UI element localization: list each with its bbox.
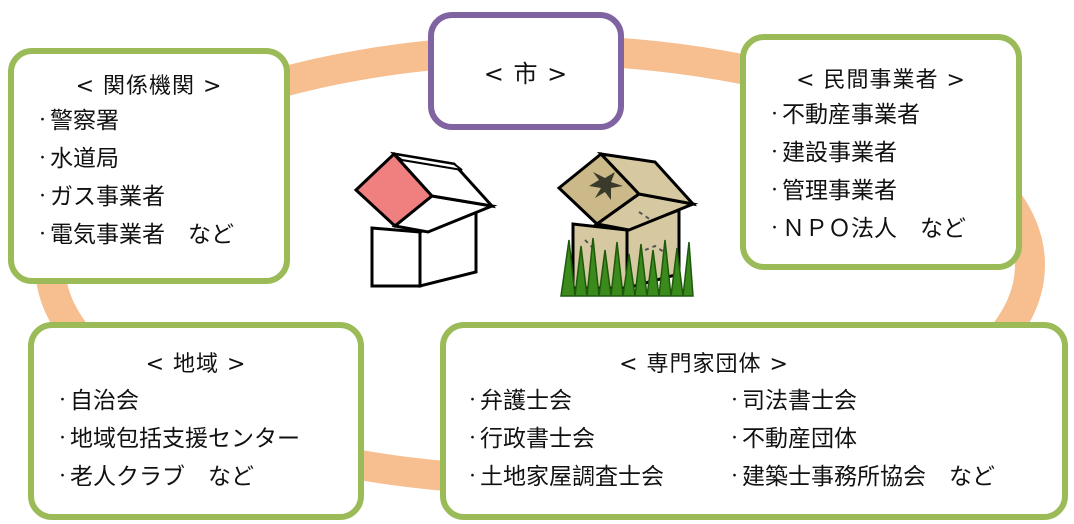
list-item: 建築士事務所協会 など [734, 458, 1062, 496]
community-box: < 地域 > 自治会 地域包括支援センター 老人クラブ など [28, 322, 364, 520]
list-item: 弁護士会 [472, 382, 734, 420]
list-item: ＮＰＯ法人 など [774, 210, 1016, 248]
abandoned-house-icon [556, 151, 699, 297]
professional-groups-title: < 専門家団体 > [619, 352, 789, 377]
list-item: 不動産事業者 [774, 96, 1016, 134]
list-item: ガス事業者 [42, 178, 284, 216]
house-icon [353, 151, 498, 288]
related-agencies-title: < 関係機関 > [75, 74, 223, 99]
list-item: 建設事業者 [774, 134, 1016, 172]
list-item: 行政書士会 [472, 420, 734, 458]
list-item: 土地家屋調査士会 [472, 458, 734, 496]
professional-groups-box: < 専門家団体 > 弁護士会 司法書士会 行政書士会 不動産団体 土地家屋調査士… [440, 322, 1068, 520]
list-item: 電気事業者 など [42, 216, 284, 254]
list-item: 地域包括支援センター [62, 420, 358, 458]
private-businesses-title: < 民間事業者 > [796, 68, 966, 93]
private-businesses-box: < 民間事業者 > 不動産事業者 建設事業者 管理事業者 ＮＰＯ法人 など [740, 34, 1022, 270]
list-item: 水道局 [42, 140, 284, 178]
city-box: < 市 > [428, 12, 624, 130]
community-title: < 地域 > [145, 352, 247, 377]
list-item: 司法書士会 [734, 382, 1062, 420]
list-item: 管理事業者 [774, 172, 1016, 210]
list-item: 不動産団体 [734, 420, 1062, 458]
list-item: 警察署 [42, 102, 284, 140]
related-agencies-box: < 関係機関 > 警察署 水道局 ガス事業者 電気事業者 など [8, 48, 290, 284]
city-title: < 市 > [483, 59, 569, 88]
list-item: 自治会 [62, 382, 358, 420]
list-item: 老人クラブ など [62, 458, 358, 496]
